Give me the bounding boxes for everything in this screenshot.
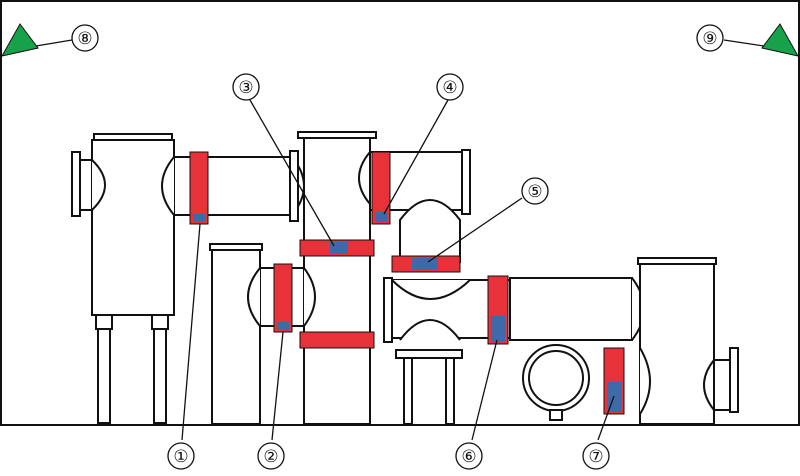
sensor-4-marker [375,212,387,222]
sensor-1-marker [193,214,205,222]
callout-4-text: ④ [442,78,457,98]
callout-5: ⑤ [521,177,549,205]
sensor-cross [299,331,375,349]
sensor-6-marker [491,316,505,342]
sensor-3-marker [330,242,348,254]
callout-2-text: ② [263,447,278,467]
callout-6-text: ⑥ [461,447,476,467]
green-triangle-icon [1,23,39,57]
sensor-5-marker [412,258,438,270]
leader-lines [35,39,765,441]
callout-7: ⑦ [582,442,610,470]
callout-1-text: ① [173,447,188,467]
callout-8: ⑧ [71,24,99,52]
frame-border [0,0,800,426]
callout-2: ② [257,442,285,470]
callout-4: ④ [436,73,464,101]
callout-6: ⑥ [455,442,483,470]
callout-3-text: ③ [238,78,253,98]
callout-labels: ① ② ③ ④ ⑤ ⑥ ⑦ ⑧ [71,24,724,470]
sensor-1 [189,151,209,225]
callout-8-text: ⑧ [77,29,92,49]
callout-1: ① [167,442,195,470]
callout-3: ③ [232,73,260,101]
callout-7-text: ⑦ [588,447,603,467]
callout-9-text: ⑨ [702,29,717,49]
sensor-2-marker [277,322,289,330]
sensor-group [189,151,625,415]
callout-5-text: ⑤ [527,182,542,202]
green-triangle-icon [761,23,799,57]
callout-9: ⑨ [696,24,724,52]
sensor-4 [371,151,391,225]
sensor-2 [273,263,293,333]
